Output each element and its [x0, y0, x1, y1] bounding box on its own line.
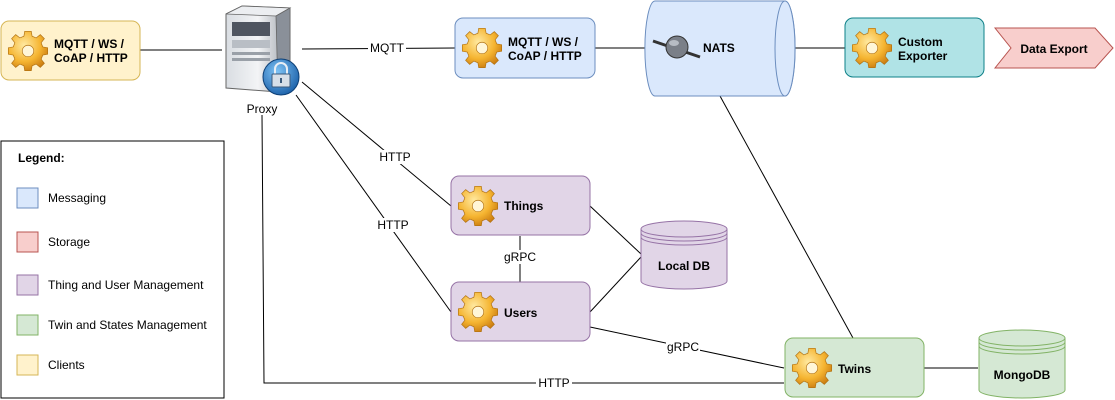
- legend-swatch: [16, 231, 39, 253]
- nats-label: NATS: [703, 41, 735, 55]
- edge-labels: MQTT HTTP HTTP gRPC gRPC HTTP: [368, 41, 700, 390]
- gear-icon: [791, 347, 833, 389]
- gear-icon: [457, 291, 499, 333]
- exporter-label-line1: Custom: [898, 35, 943, 49]
- adapter-label-line1: MQTT / WS /: [508, 35, 579, 49]
- legend-label: Clients: [48, 358, 85, 372]
- adapter-node[interactable]: MQTT / WS / CoAP / HTTP: [454, 17, 596, 79]
- users-node[interactable]: Users: [450, 281, 591, 342]
- localdb-node[interactable]: Local DB: [640, 220, 728, 290]
- users-label: Users: [504, 306, 538, 320]
- data-export-label: Data Export: [1020, 42, 1087, 56]
- twins-label: Twins: [838, 362, 871, 376]
- exporter-label-line2: Exporter: [898, 49, 948, 63]
- legend-swatch: [16, 274, 39, 296]
- proxy-node[interactable]: Proxy: [225, 5, 300, 116]
- legend-label: Twin and States Management: [48, 318, 207, 332]
- satellite-icon: [652, 35, 701, 59]
- legend-title: Legend:: [18, 151, 65, 165]
- edge-proxy-twins: [261, 114, 784, 384]
- gear-icon: [461, 27, 503, 69]
- things-label: Things: [504, 199, 544, 213]
- edge-proxy-things: [301, 81, 452, 207]
- gear-icon: [457, 185, 499, 227]
- mongodb-label: MongoDB: [994, 368, 1051, 382]
- legend-item: Messaging: [16, 187, 106, 209]
- adapter-label-line2: CoAP / HTTP: [508, 49, 582, 63]
- legend-item: Thing and User Management: [16, 274, 204, 296]
- clients-label-line1: MQTT / WS /: [54, 37, 125, 51]
- localdb-label: Local DB: [658, 259, 710, 273]
- legend-swatch: [16, 187, 39, 209]
- edge-nats-twins: [719, 95, 854, 339]
- legend-item: Twin and States Management: [16, 314, 207, 336]
- edge-users-localdb: [589, 256, 642, 313]
- legend-swatch: [16, 314, 39, 336]
- proxy-label: Proxy: [247, 102, 278, 116]
- edge-proxy-users: [295, 94, 452, 313]
- data-export-node[interactable]: Data Export: [993, 27, 1114, 69]
- edge-label-http-things: HTTP: [379, 150, 410, 164]
- legend-label: Messaging: [48, 191, 106, 205]
- things-node[interactable]: Things: [450, 175, 591, 236]
- legend-label: Thing and User Management: [48, 278, 204, 292]
- exporter-node[interactable]: Custom Exporter: [844, 17, 985, 78]
- legend-item: Clients: [16, 354, 85, 376]
- clients-label-line2: CoAP / HTTP: [54, 51, 128, 65]
- gear-icon: [851, 27, 893, 69]
- edge-label-grpc-things-users: gRPC: [504, 250, 536, 264]
- nats-node[interactable]: NATS: [644, 0, 796, 97]
- edge-label-http-users: HTTP: [377, 218, 408, 232]
- edges: [140, 47, 978, 384]
- edge-things-localdb: [589, 205, 642, 255]
- gear-icon: [7, 30, 49, 72]
- legend-label: Storage: [48, 235, 90, 249]
- edge-label-mqtt: MQTT: [370, 41, 405, 55]
- edge-label-http-twins: HTTP: [538, 376, 569, 390]
- legend-swatch: [16, 354, 39, 376]
- legend-item: Storage: [16, 231, 90, 253]
- mongodb-node[interactable]: MongoDB: [978, 329, 1066, 399]
- twins-node[interactable]: Twins: [784, 337, 925, 398]
- lock-icon: [262, 58, 300, 96]
- clients-node[interactable]: MQTT / WS / CoAP / HTTP: [0, 20, 141, 81]
- edge-label-grpc-users-twins: gRPC: [667, 340, 699, 354]
